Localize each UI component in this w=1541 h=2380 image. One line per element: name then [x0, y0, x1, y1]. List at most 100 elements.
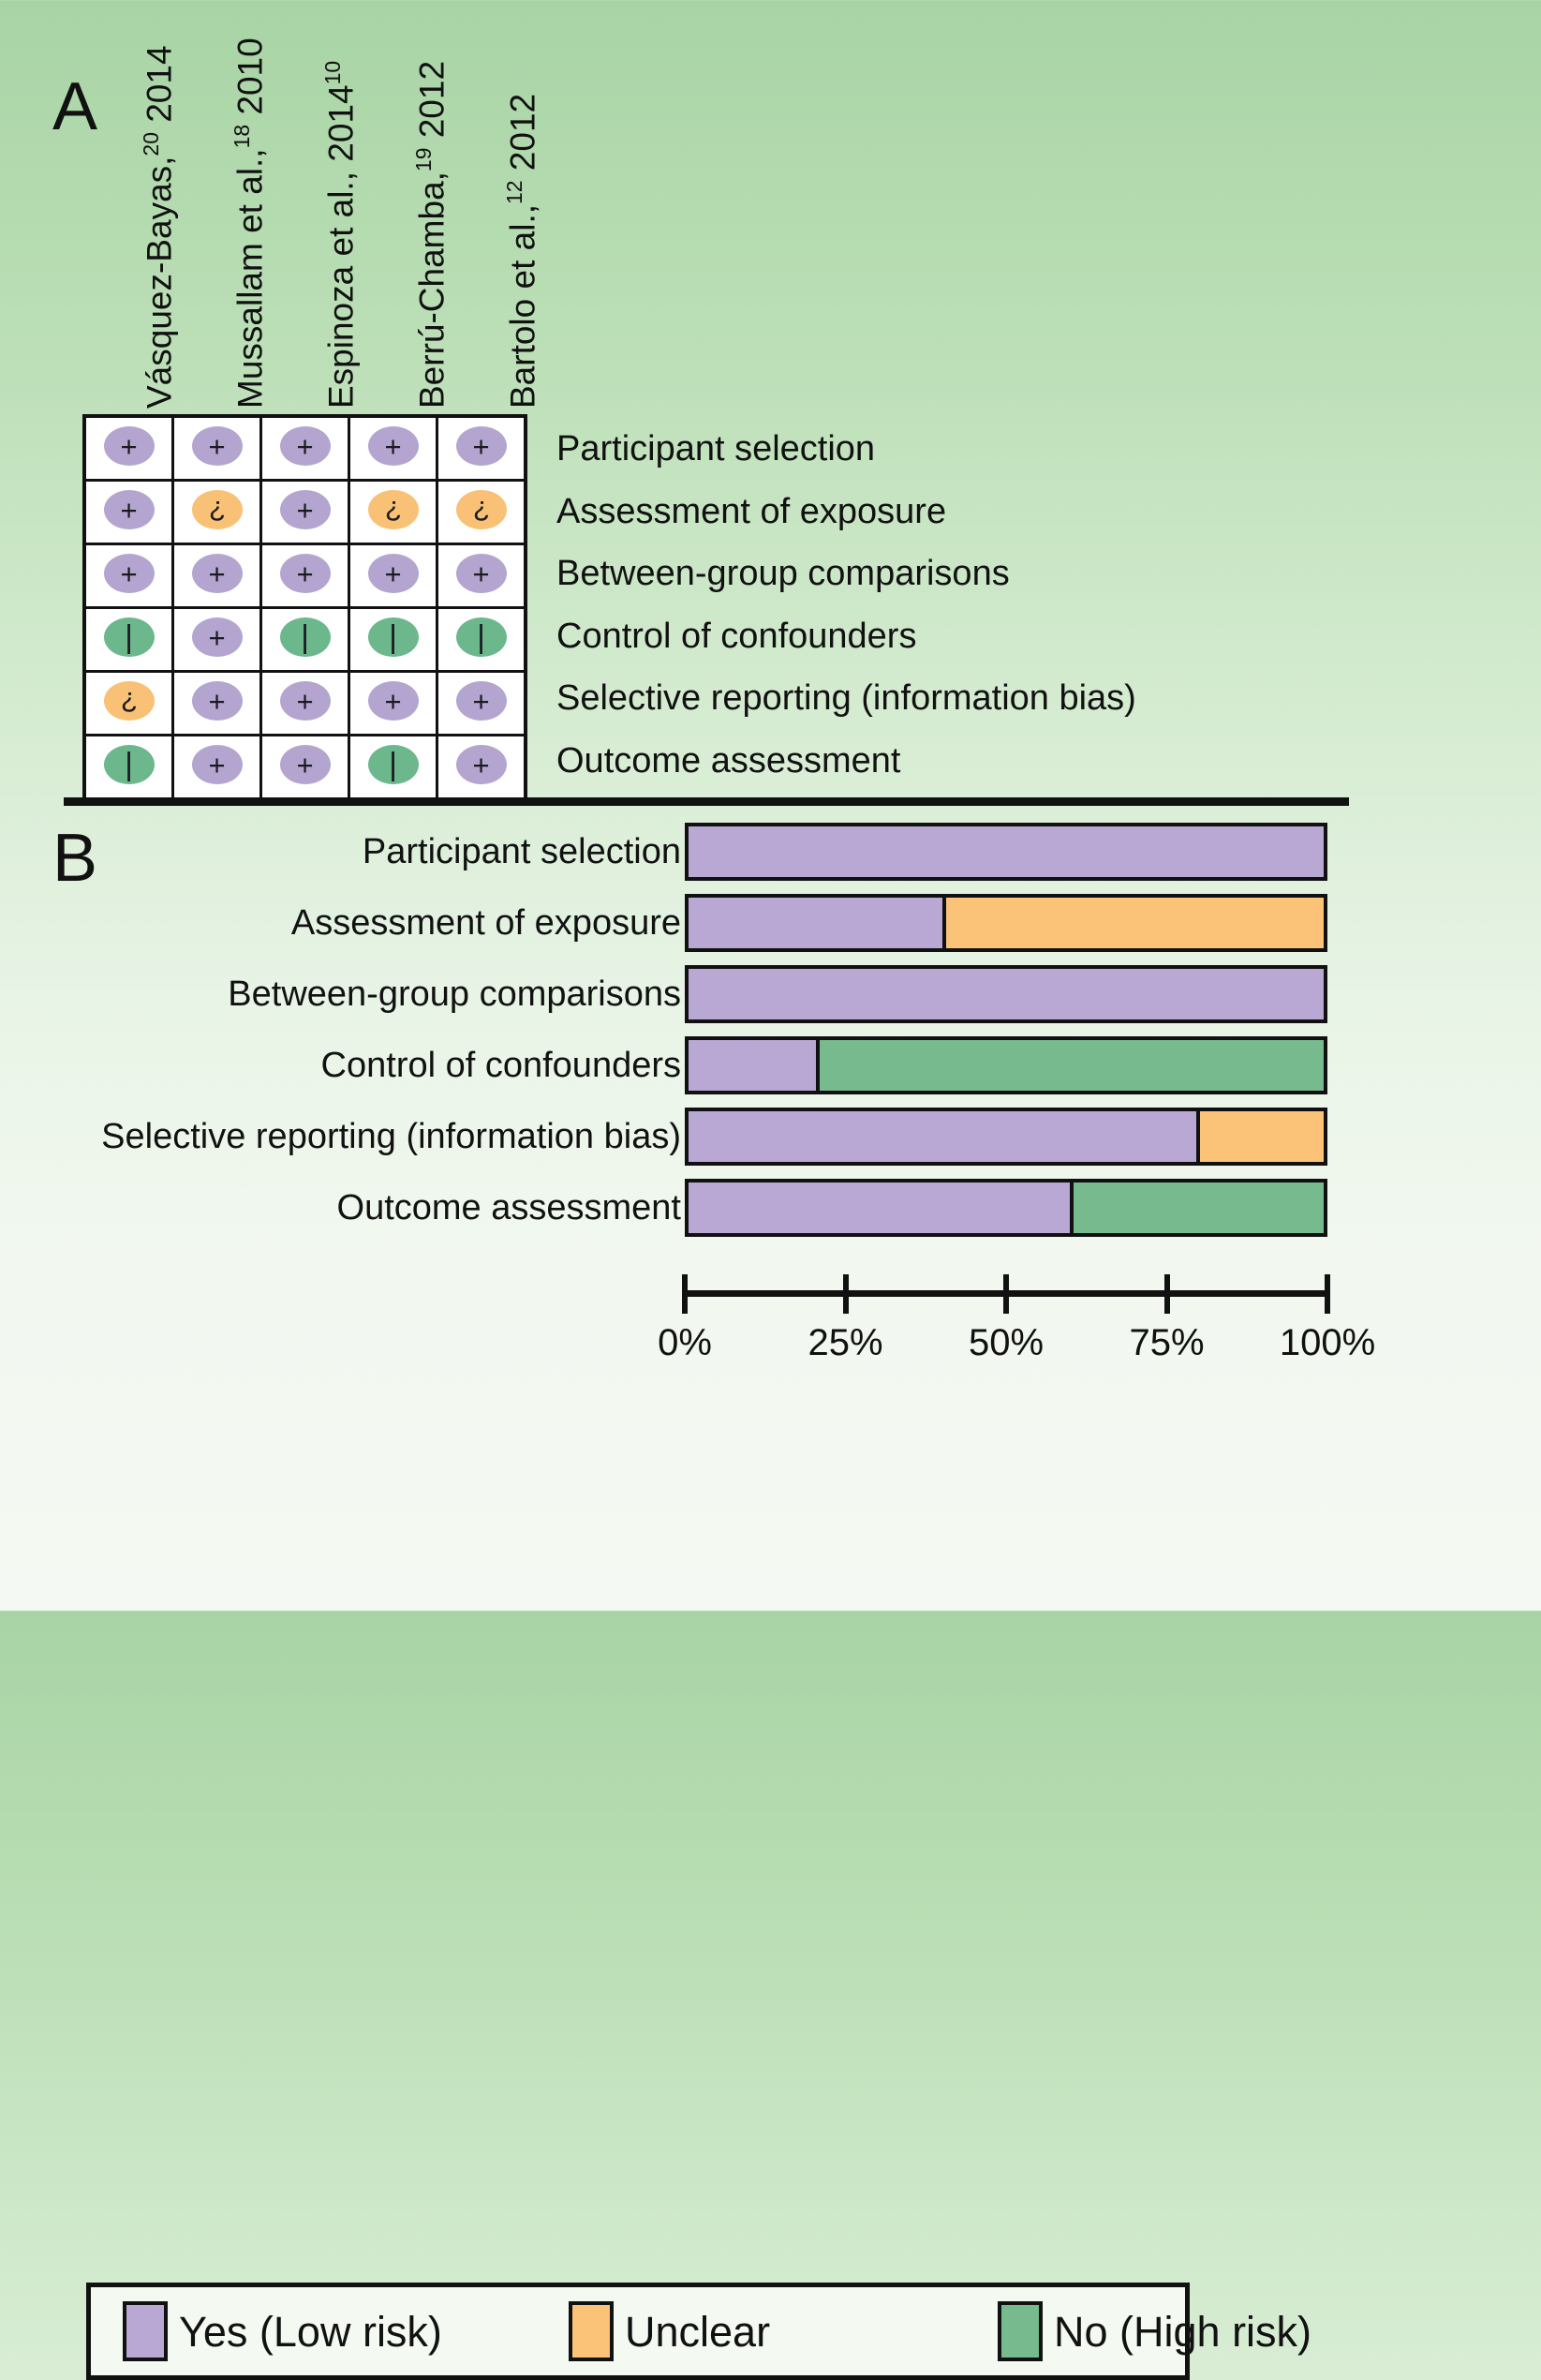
matrix-cell-1-0[interactable]: +: [82, 479, 174, 545]
judgement-yes-icon: +: [279, 554, 331, 593]
x-tick-1: [842, 1274, 849, 1314]
bar-segment-yes-2[interactable]: [689, 969, 1324, 1019]
matrix-cell-3-3[interactable]: |: [348, 606, 438, 673]
judgement-glyph: |: [477, 619, 485, 655]
judgement-yes-icon: +: [191, 554, 243, 593]
matrix-cell-2-2[interactable]: +: [259, 543, 350, 609]
x-tick-2: [1003, 1274, 1009, 1314]
bar-category-label-0: Participant selection: [362, 832, 681, 871]
judgement-yes-icon: +: [103, 490, 155, 529]
judgement-glyph: +: [120, 493, 138, 527]
matrix-cell-0-2[interactable]: +: [259, 414, 350, 482]
chart-legend: Yes (Low risk) Unclear No (High risk): [86, 2283, 1311, 2380]
legend-label-2: No (High risk): [1054, 2307, 1312, 2356]
matrix-cell-0-3[interactable]: +: [348, 414, 438, 482]
matrix-cell-2-0[interactable]: +: [82, 543, 174, 609]
matrix-cell-2-1[interactable]: +: [171, 543, 262, 609]
matrix-cell-4-0[interactable]: ?: [82, 670, 174, 736]
matrix-cell-1-1[interactable]: ?: [171, 479, 262, 545]
matrix-cell-3-1[interactable]: +: [171, 606, 262, 673]
legend-item-0[interactable]: Yes (Low risk): [123, 2301, 442, 2361]
study-header-1: Mussallam et al.,18 2010: [229, 37, 269, 409]
study-header-reference: 19: [410, 147, 436, 172]
judgement-glyph: +: [472, 684, 490, 718]
bar-track-2: [685, 965, 1327, 1023]
judgement-yes-icon: +: [367, 426, 419, 466]
matrix-cell-4-2[interactable]: +: [259, 670, 350, 736]
matrix-cell-4-1[interactable]: +: [171, 670, 262, 736]
bar-segment-yes-0[interactable]: [689, 826, 1324, 877]
bar-segment-unclear-1[interactable]: [942, 898, 1324, 948]
judgement-unclear-icon: ?: [455, 490, 507, 529]
study-header-0: Vásquez-Bayas,20 2014: [139, 45, 178, 409]
judgement-glyph: +: [296, 429, 314, 463]
judgement-yes-icon: +: [191, 745, 243, 784]
judgement-yes-icon: +: [367, 554, 419, 593]
matrix-cell-4-4[interactable]: +: [436, 670, 527, 736]
matrix-cell-0-0[interactable]: +: [82, 414, 174, 482]
panel-b-letter: B: [52, 821, 98, 896]
legend-item-2[interactable]: No (High risk): [998, 2301, 1311, 2361]
bar-segment-no-5[interactable]: [1069, 1183, 1324, 1233]
study-header-label: Berrú-Chamba,: [411, 171, 451, 409]
matrix-cell-3-4[interactable]: |: [436, 606, 527, 673]
bar-segment-yes-1[interactable]: [689, 898, 943, 948]
matrix-cell-2-4[interactable]: +: [436, 543, 527, 609]
judgement-no-icon: |: [367, 617, 419, 657]
matrix-row: | + | | |: [82, 606, 527, 673]
matrix-cell-5-0[interactable]: |: [82, 734, 174, 801]
judgement-glyph: +: [296, 557, 314, 590]
judgement-yes-icon: +: [279, 745, 331, 784]
bar-segment-no-3[interactable]: [815, 1040, 1324, 1091]
judgement-glyph: +: [472, 748, 490, 781]
matrix-cell-4-3[interactable]: +: [348, 670, 438, 736]
matrix-row: | + + | +: [82, 734, 527, 801]
matrix-cell-1-3[interactable]: ?: [348, 479, 438, 545]
study-header-reference: 18: [229, 124, 254, 149]
x-tick-4: [1325, 1274, 1330, 1314]
judgement-yes-icon: +: [367, 681, 419, 721]
legend-item-1[interactable]: Unclear: [569, 2301, 770, 2361]
bar-track-5: [685, 1179, 1327, 1237]
study-header-label: Espinoza et al., 2014: [320, 84, 360, 409]
bar-segment-yes-5[interactable]: [689, 1183, 1070, 1233]
judgement-yes-icon: +: [191, 617, 243, 657]
matrix-cell-5-2[interactable]: +: [259, 734, 350, 801]
bar-track-3: [685, 1036, 1327, 1094]
judgement-glyph: +: [296, 493, 314, 527]
judgement-glyph: +: [208, 748, 226, 781]
matrix-cell-5-1[interactable]: +: [171, 734, 262, 801]
bar-segment-yes-3[interactable]: [689, 1040, 816, 1091]
bar-category-label-4: Selective reporting (information bias): [101, 1117, 681, 1156]
matrix-cell-0-1[interactable]: +: [171, 414, 262, 482]
judgement-no-icon: |: [455, 617, 507, 657]
judgement-yes-icon: +: [455, 426, 507, 466]
matrix-cell-5-4[interactable]: +: [436, 734, 527, 801]
matrix-cell-1-2[interactable]: +: [259, 479, 350, 545]
bar-segment-unclear-4[interactable]: [1196, 1111, 1324, 1162]
study-header-year: 2012: [502, 93, 541, 181]
judgement-glyph: +: [384, 429, 402, 463]
judgement-glyph: +: [208, 429, 226, 463]
x-tick-label-0: 0%: [658, 1322, 712, 1363]
domain-label-5: Outcome assessment: [556, 740, 901, 781]
judgement-glyph: +: [472, 429, 490, 463]
matrix-cell-3-0[interactable]: |: [82, 606, 174, 673]
matrix-cell-0-4[interactable]: +: [436, 414, 527, 482]
judgement-glyph: +: [472, 557, 490, 590]
bar-segment-yes-4[interactable]: [689, 1111, 1197, 1162]
judgement-yes-icon: +: [455, 554, 507, 593]
bar-row-0: Participant selection: [0, 823, 1541, 881]
matrix-row: + + + + +: [82, 543, 527, 609]
matrix-cell-5-3[interactable]: |: [348, 734, 438, 801]
bar-category-label-5: Outcome assessment: [336, 1188, 681, 1227]
matrix-cell-3-2[interactable]: |: [259, 606, 350, 673]
matrix-row: + + + + +: [82, 414, 527, 482]
judgement-yes-icon: +: [279, 681, 331, 721]
judgement-glyph: |: [125, 747, 133, 782]
matrix-cell-2-3[interactable]: +: [348, 543, 438, 609]
legend-label-0: Yes (Low risk): [179, 2307, 442, 2356]
judgement-glyph: ?: [473, 495, 489, 526]
matrix-cell-1-4[interactable]: ?: [436, 479, 527, 545]
